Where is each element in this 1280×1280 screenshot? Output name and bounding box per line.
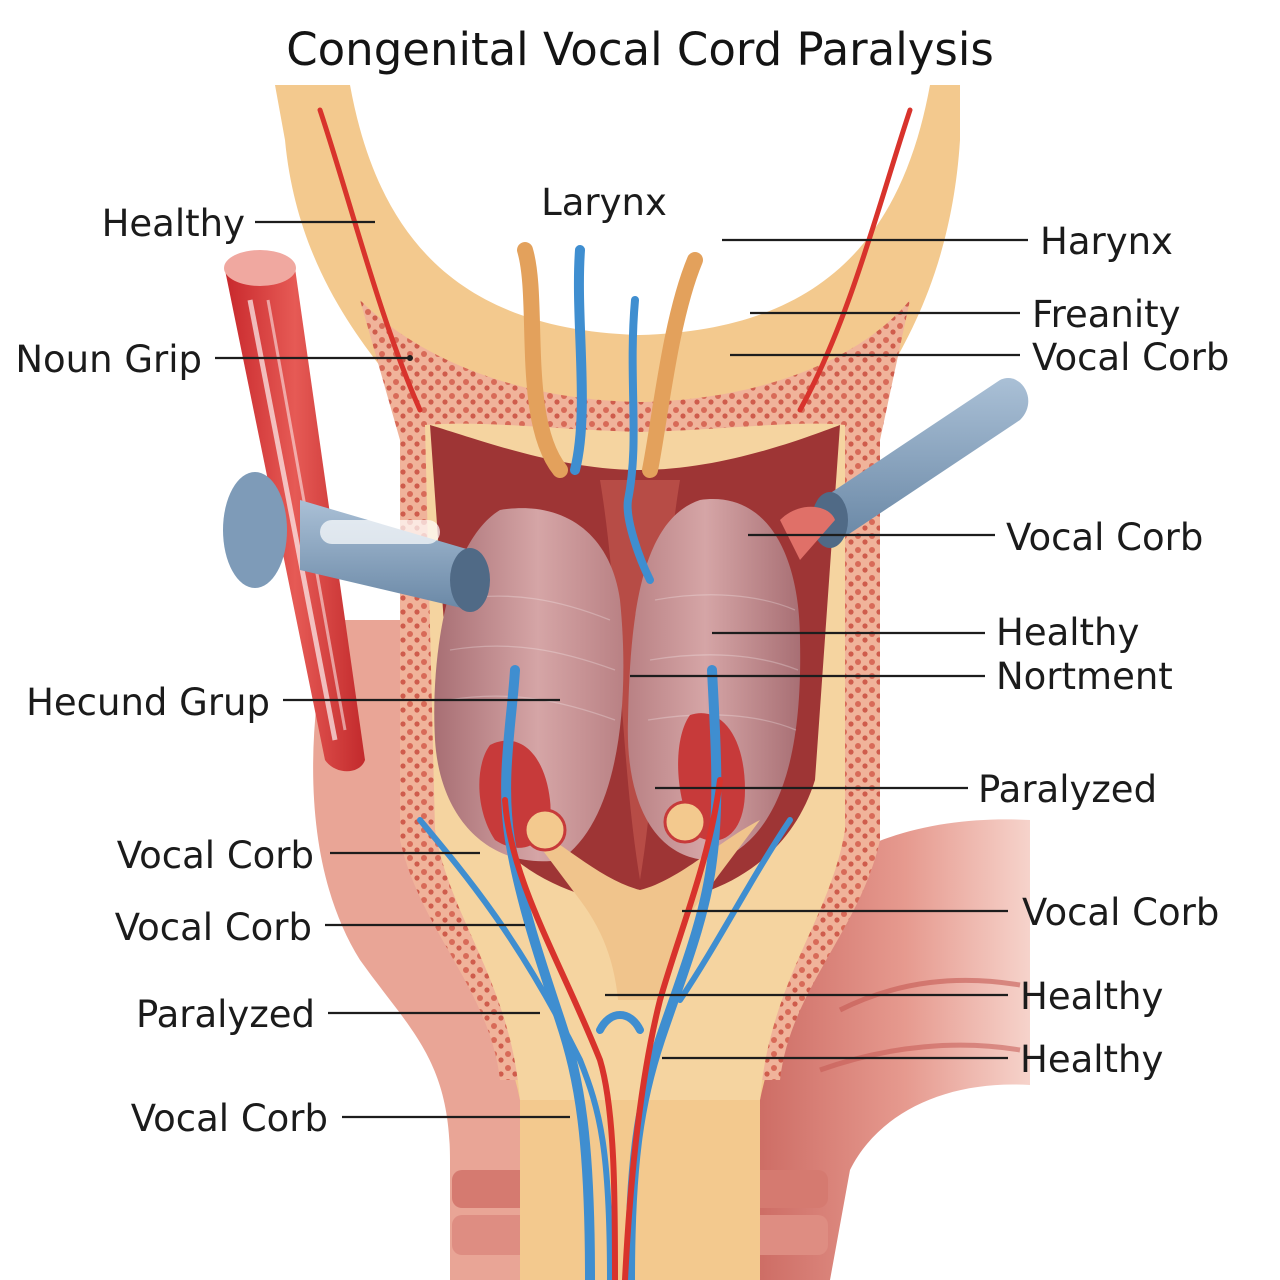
esophagus-fold-1 — [838, 977, 1021, 1013]
diagram-title: Congenital Vocal Cord Paralysis — [286, 23, 994, 76]
label-left-vocal-corb-1: Vocal Corb — [117, 834, 314, 877]
label-hecund-grup: Hecund Grup — [26, 681, 270, 724]
label-right-paralyzed: Paralyzed — [978, 768, 1157, 811]
label-right-healthy-2: Healthy — [1020, 975, 1163, 1018]
label-noun-grip: Noun Grip — [15, 338, 202, 381]
label-right-vocal-corb-1: Vocal Corb — [1032, 336, 1229, 379]
label-harynx: Harynx — [1040, 220, 1173, 263]
label-right-vocal-corb-2: Vocal Corb — [1006, 516, 1203, 559]
label-left-vocal-corb-2: Vocal Corb — [115, 906, 312, 949]
label-left-healthy: Healthy — [102, 202, 245, 245]
fold-striations — [447, 594, 799, 731]
label-left-vocal-corb-3: Vocal Corb — [131, 1097, 328, 1140]
mucosa-band — [360, 300, 910, 1080]
illustration — [223, 85, 1030, 1280]
leader-lines — [215, 220, 1028, 1119]
label-right-vocal-corb-3: Vocal Corb — [1022, 891, 1219, 934]
arteries — [317, 107, 913, 1280]
label-nortment: Nortment — [996, 655, 1173, 698]
label-right-healthy-1: Healthy — [996, 611, 1139, 654]
left-blue-tube — [223, 472, 490, 612]
label-left-paralyzed: Paralyzed — [136, 993, 315, 1036]
left-orange-tube — [517, 242, 568, 478]
esophagus-fold-2 — [819, 1042, 1021, 1073]
label-larynx: Larynx — [541, 181, 667, 224]
label-right-healthy-3: Healthy — [1020, 1038, 1163, 1081]
right-orange-tube — [642, 252, 703, 478]
right-arytenoid-knob — [663, 800, 707, 844]
label-freanity: Freanity — [1032, 293, 1181, 336]
left-arytenoid-knob — [523, 808, 567, 852]
